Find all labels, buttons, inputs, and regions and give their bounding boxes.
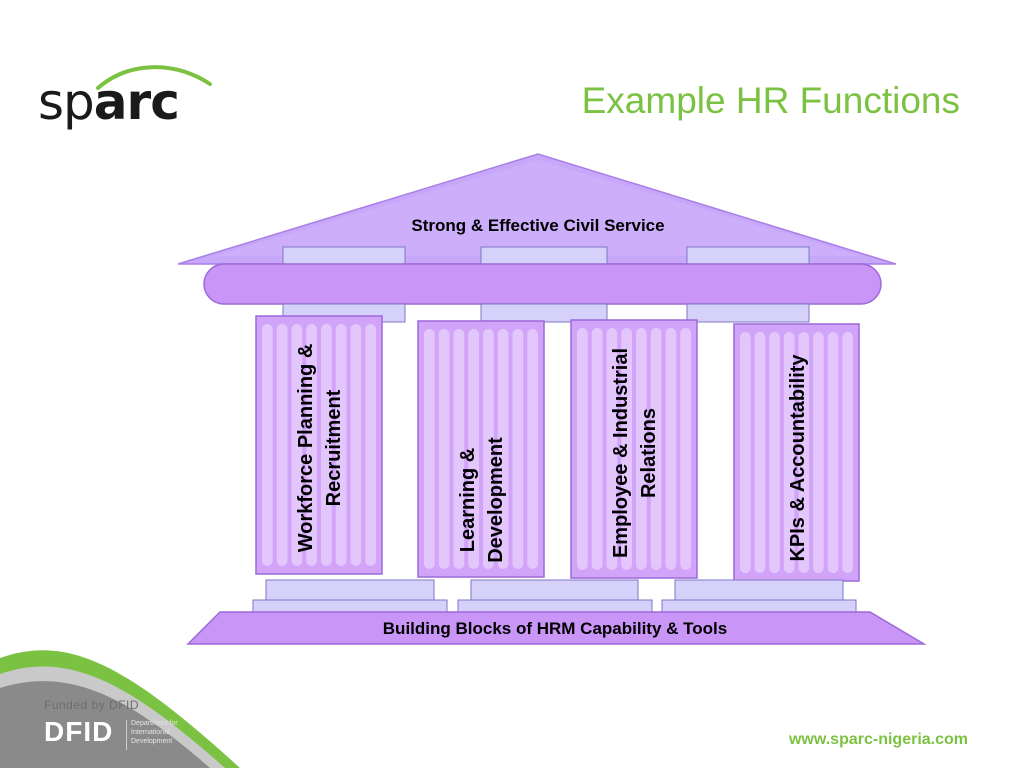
pillar-flute <box>453 329 465 569</box>
pillar-flute <box>650 328 662 570</box>
pillar-flute <box>798 332 810 573</box>
sparc-logo: sparc <box>38 60 228 140</box>
pillar-flute <box>813 332 824 573</box>
pillar-flute <box>527 329 538 569</box>
logo-swoosh-icon <box>96 65 212 90</box>
pillar-label-line2: Development <box>485 437 507 563</box>
website-link[interactable]: www.sparc-nigeria.com <box>788 731 968 748</box>
footer-swoosh <box>0 650 240 768</box>
pillar-flute <box>577 328 588 570</box>
base-label: Building Blocks of HRM Capability & Tool… <box>383 619 727 638</box>
dfid-subtitle-line: Development <box>131 738 173 745</box>
base-step-bottom <box>457 599 653 613</box>
logo-text: sparc <box>38 72 180 132</box>
base-step-bottom <box>661 599 857 613</box>
pillar-flute <box>276 324 288 566</box>
pillar-label-line1: Workforce Planning & <box>295 344 317 553</box>
pillar-flute <box>606 328 618 570</box>
pillar-workforce <box>255 315 383 575</box>
pillar-flute <box>783 332 795 573</box>
pillar-flute <box>291 324 303 566</box>
temple-foundation <box>186 611 927 645</box>
pillar-flute <box>321 324 332 566</box>
pillar-employee <box>570 319 698 579</box>
logo-arc: arc <box>93 73 180 131</box>
base-step-top <box>674 579 844 601</box>
pillar-flute <box>827 332 839 573</box>
pillar-label-line2: Relations <box>638 408 660 498</box>
temple-beam <box>203 263 882 305</box>
pillar-label-line1: Employee & Industrial <box>610 348 632 558</box>
pillar-flute <box>306 324 317 566</box>
pillar-flute <box>512 329 524 569</box>
pillar-flute <box>754 332 766 573</box>
capital-block <box>282 246 406 266</box>
dfid-subtitle: Department for International Development <box>131 719 201 746</box>
pillar-label-line2: Recruitment <box>323 389 345 506</box>
dfid-divider <box>126 720 127 750</box>
base-step-top <box>265 579 435 601</box>
funded-by-label: Funded by DFID <box>44 698 140 712</box>
dfid-subtitle-line: International <box>131 729 170 736</box>
roof-label: Strong & Effective Civil Service <box>411 216 664 235</box>
pillar-flute <box>424 329 435 569</box>
capital-block <box>686 303 810 323</box>
pillar-flute <box>621 328 632 570</box>
pillar-flute <box>636 328 647 570</box>
base-step-bottom <box>252 599 448 613</box>
pillar-flute <box>350 324 362 566</box>
slide-title: Example HR Functions <box>581 80 960 121</box>
dfid-subtitle-line: Department for <box>131 720 178 727</box>
pillar-flute <box>438 329 450 569</box>
pillar-label-line1: Learning & <box>457 448 479 552</box>
pillar-flute <box>483 329 494 569</box>
pillar-learning <box>417 320 545 578</box>
pillar-flute <box>740 332 751 573</box>
base-step-top <box>470 579 639 601</box>
pillar-flute <box>262 324 273 566</box>
pillar-flute <box>842 332 853 573</box>
temple-roof-highlight <box>215 160 860 256</box>
pillar-kpis <box>733 323 860 582</box>
pillar-flute <box>468 329 479 569</box>
dfid-logo: DFID <box>44 716 114 747</box>
logo-sp: sp <box>38 73 95 131</box>
pillar-flute <box>497 329 509 569</box>
capital-block <box>686 246 810 266</box>
pillar-flute <box>680 328 691 570</box>
pillar-flute <box>365 324 376 566</box>
pillar-label-line1: KPIs & Accountability <box>787 354 809 562</box>
pillar-flute <box>769 332 780 573</box>
pillar-flute <box>591 328 603 570</box>
pillar-flute <box>335 324 347 566</box>
pillar-flute <box>665 328 677 570</box>
capital-block <box>480 246 608 266</box>
